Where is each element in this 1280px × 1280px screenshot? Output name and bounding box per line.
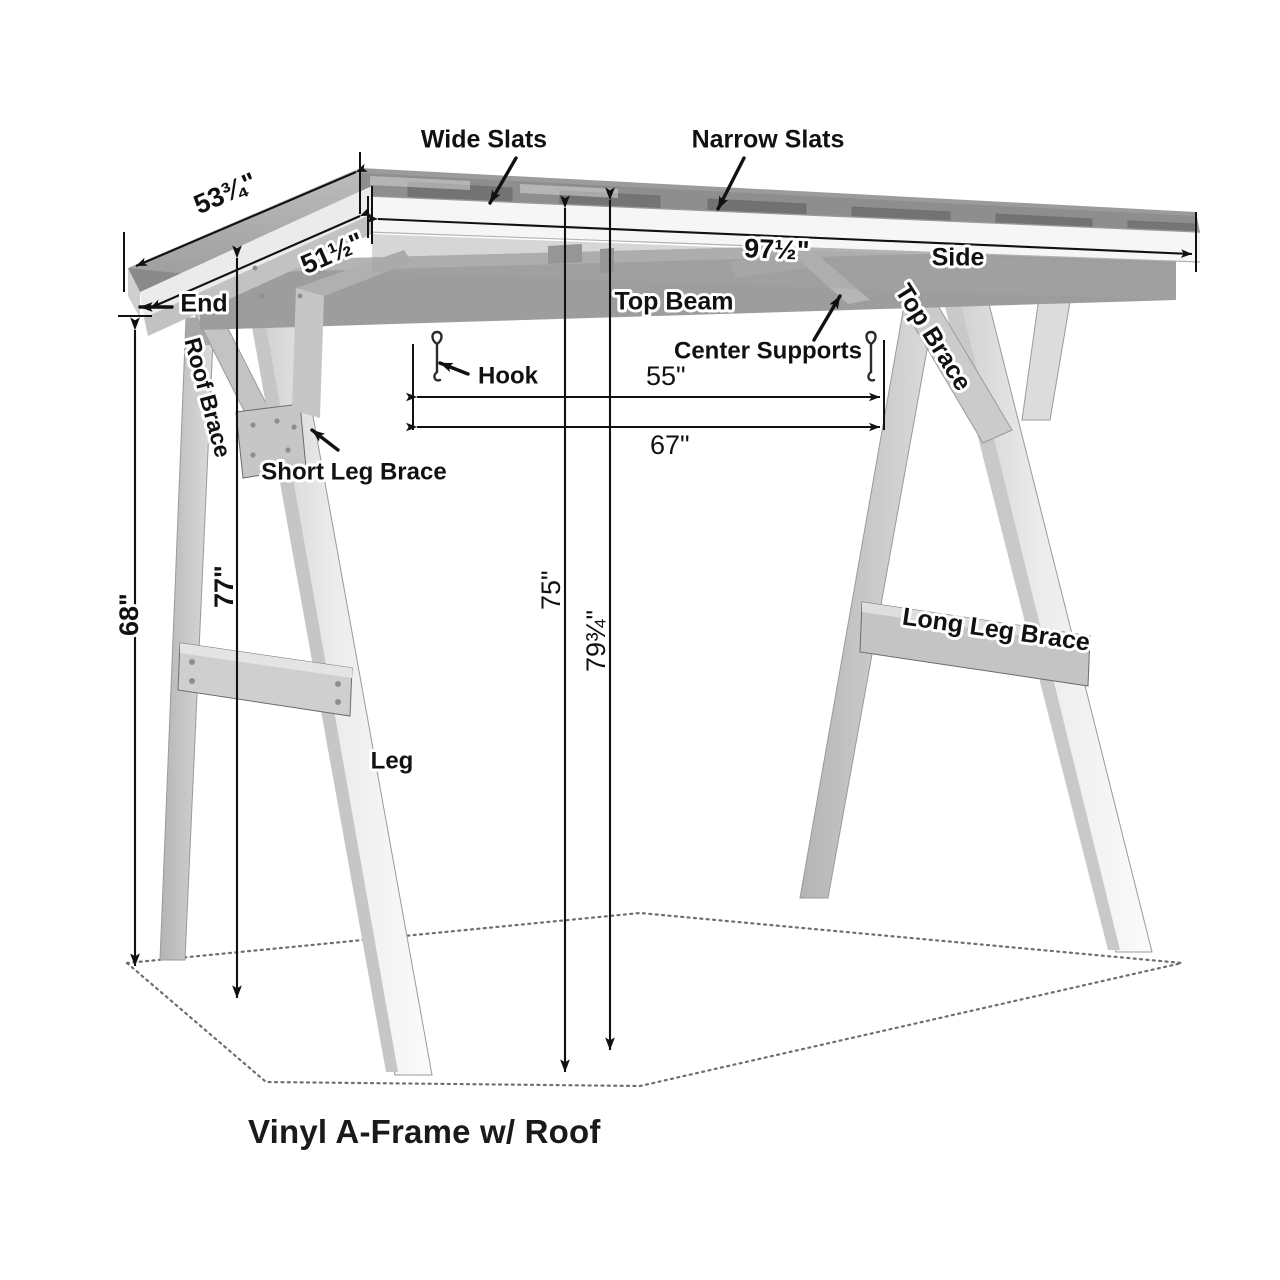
callout-short-leg-brace: Short Leg Brace (258, 428, 450, 488)
callout-end: End (138, 287, 231, 321)
callout-narrow-slats: Narrow Slats (689, 123, 847, 211)
dim-67: 67" (650, 430, 690, 460)
right-leg-assembly (799, 261, 1153, 953)
hook-icon (865, 330, 877, 382)
label-wide-slats: Wide Slats (421, 126, 547, 154)
dimension-height-leg: 77" (206, 245, 242, 999)
dimension-height-beam: 75" (534, 195, 570, 1073)
dim-55: 55" (646, 361, 686, 391)
label-short-leg-brace: Short Leg Brace (261, 458, 446, 485)
label-top-beam: Top Beam (615, 288, 734, 316)
label-side: Side (932, 244, 985, 272)
dimension-height-overall: 79¾" (579, 187, 615, 1051)
dimension-side-length: 97½" (366, 186, 1197, 272)
diagram-caption: Vinyl A-Frame w/ Roof (248, 1113, 601, 1150)
dim-97-5: 97½" (743, 233, 810, 266)
dim-75: 75" (536, 570, 566, 610)
callout-center-supports: Center Supports (671, 294, 865, 367)
dimension-center-support-span: 67" (406, 397, 885, 463)
ground-plane (125, 911, 1184, 1088)
label-center-supports: Center Supports (674, 337, 862, 364)
label-hook: Hook (478, 362, 539, 389)
dim-77: 77" (209, 565, 239, 608)
left-leg-assembly (159, 299, 433, 1076)
dimension-hook-span: 55" (406, 340, 885, 402)
dim-79-75: 79¾" (581, 610, 611, 672)
dim-53-75: 53¾" (189, 166, 261, 220)
label-end: End (180, 290, 227, 318)
hook-icon (431, 330, 443, 382)
label-narrow-slats: Narrow Slats (692, 126, 845, 154)
dim-68: 68" (114, 593, 144, 636)
label-leg: Leg (371, 747, 414, 774)
callout-wide-slats: Wide Slats (418, 123, 550, 205)
dimension-height-outer: 68" (111, 315, 152, 967)
callout-hook: Hook (438, 359, 542, 392)
